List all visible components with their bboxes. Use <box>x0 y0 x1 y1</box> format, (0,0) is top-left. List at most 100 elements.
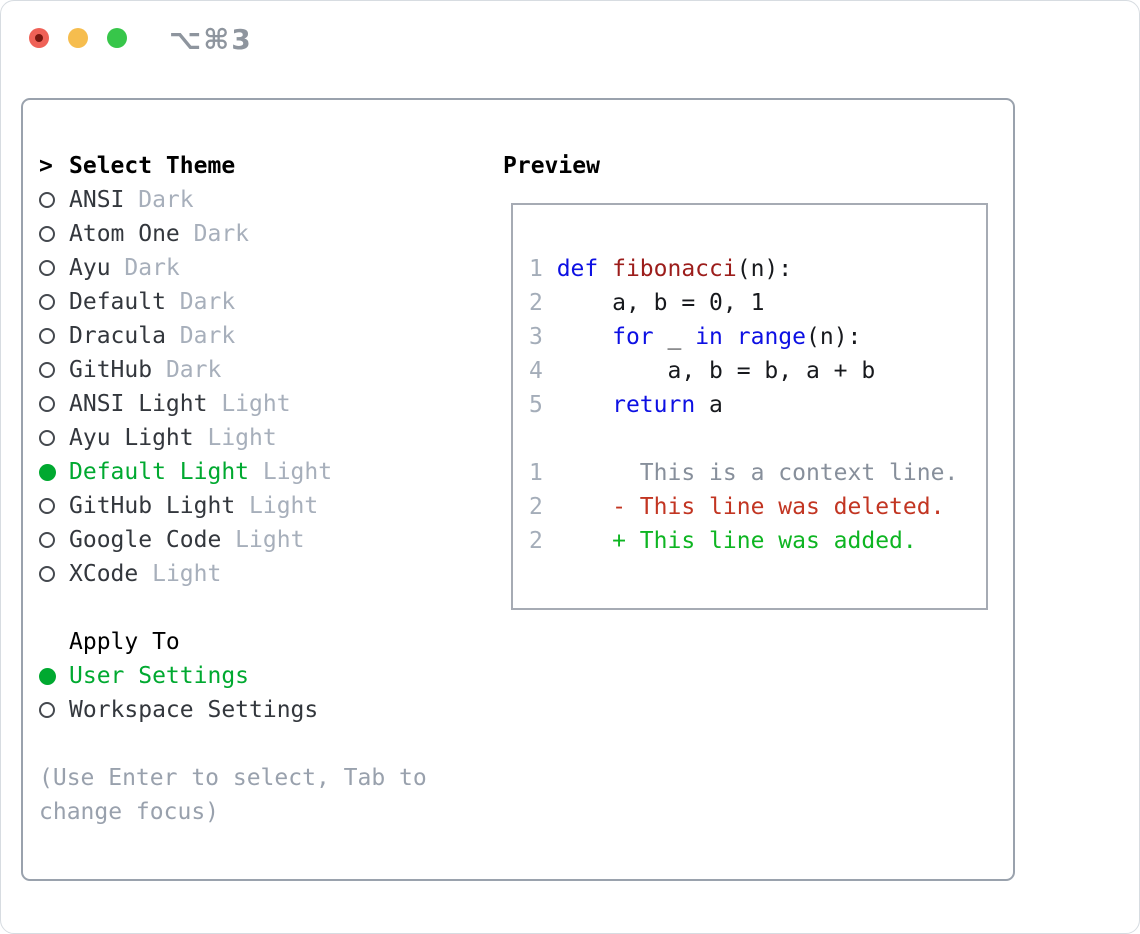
theme-option-google-code[interactable]: Google Code Light <box>39 523 427 557</box>
minimize-button[interactable] <box>68 28 88 48</box>
code-token: a <box>695 392 723 418</box>
line-number: 2 <box>529 494 557 520</box>
theme-option-label: Google Code Light <box>69 523 304 557</box>
radio-icon <box>39 430 69 446</box>
apply-option-name: User Settings <box>69 663 250 689</box>
code-token: in <box>695 324 723 350</box>
theme-option-default-light[interactable]: Default Light Light <box>39 455 427 489</box>
select-theme-header-row: > Select Theme <box>39 149 427 183</box>
theme-option-ayu[interactable]: Ayu Dark <box>39 251 427 285</box>
apply-to-header: Apply To <box>69 629 180 655</box>
apply-option-workspace-settings[interactable]: Workspace Settings <box>39 693 427 727</box>
code-token <box>557 392 612 418</box>
theme-variant-tag: Dark <box>152 357 222 383</box>
radio-selected-icon <box>39 667 56 685</box>
radio-icon <box>39 362 69 378</box>
theme-option-ansi-light[interactable]: ANSI Light Light <box>39 387 427 421</box>
code-token: (n): <box>806 324 862 350</box>
apply-option-label: Workspace Settings <box>69 693 318 727</box>
spacer <box>39 591 427 625</box>
theme-option-name: Google Code <box>69 527 222 553</box>
theme-option-github[interactable]: GitHub Dark <box>39 353 427 387</box>
theme-option-dracula[interactable]: Dracula Dark <box>39 319 427 353</box>
radio-unselected-icon <box>39 498 55 514</box>
focus-prompt-icon: > <box>39 153 53 179</box>
line-number: 3 <box>529 324 557 350</box>
theme-option-name: GitHub Light <box>69 493 236 519</box>
apply-to-header-row: Apply To <box>39 625 427 659</box>
radio-unselected-icon <box>39 294 55 310</box>
code-token: + This line was added. <box>556 528 917 554</box>
theme-option-label: Atom One Dark <box>69 217 249 251</box>
radio-icon <box>39 566 69 582</box>
radio-icon <box>39 294 69 310</box>
theme-option-atom-one[interactable]: Atom One Dark <box>39 217 427 251</box>
theme-variant-tag: Light <box>221 527 305 553</box>
theme-variant-tag: Dark <box>165 323 236 349</box>
code-token: for <box>612 324 654 350</box>
code-line: 2 - This line was deleted. <box>529 490 986 524</box>
code-line: 2 a, b = 0, 1 <box>529 286 986 320</box>
apply-option-user-settings[interactable]: User Settings <box>39 659 427 693</box>
radio-icon <box>39 396 69 412</box>
radio-unselected-icon <box>39 328 55 344</box>
theme-variant-tag: Light <box>193 425 277 451</box>
theme-option-name: Dracula <box>69 323 166 349</box>
theme-option-label: Default Light Light <box>69 455 332 489</box>
titlebar: ⌥⌘3 <box>1 1 1139 75</box>
code-token: This is a context line. <box>556 460 959 486</box>
line-number: 4 <box>529 358 557 384</box>
code-line: 2 + This line was added. <box>529 524 986 558</box>
theme-variant-tag: Light <box>138 561 222 587</box>
radio-selected-icon <box>39 463 56 481</box>
hint-text-line2: change focus) <box>39 799 220 825</box>
theme-option-name: GitHub <box>69 357 153 383</box>
theme-option-name: Default Light <box>69 459 250 485</box>
code-token: return <box>612 392 696 418</box>
theme-variant-tag: Light <box>207 391 291 417</box>
code-line <box>529 422 986 456</box>
theme-variant-tag: Dark <box>124 187 194 213</box>
theme-option-ansi[interactable]: ANSI Dark <box>39 183 427 217</box>
traffic-lights <box>29 28 127 48</box>
code-token: a, b = 0, 1 <box>556 290 765 316</box>
code-line: 3 for _ in range(n): <box>529 320 986 354</box>
radio-unselected-icon <box>39 362 55 378</box>
code-token <box>723 324 737 350</box>
theme-option-label: ANSI Light Light <box>69 387 291 421</box>
line-number: 1 <box>529 256 557 282</box>
preview-title: Preview <box>503 153 600 179</box>
code-line: 5 return a <box>529 388 986 422</box>
line-number: 2 <box>529 290 557 316</box>
theme-option-label: GitHub Dark <box>69 353 221 387</box>
code-line: 4 a, b = b, a + b <box>529 354 986 388</box>
radio-unselected-icon <box>39 260 55 276</box>
theme-option-label: Default Dark <box>69 285 235 319</box>
theme-option-github-light[interactable]: GitHub Light Light <box>39 489 427 523</box>
apply-option-label: User Settings <box>69 659 249 693</box>
theme-option-default[interactable]: Default Dark <box>39 285 427 319</box>
theme-option-ayu-light[interactable]: Ayu Light Light <box>39 421 427 455</box>
theme-option-name: Ayu <box>69 255 111 281</box>
code-line: 1 def fibonacci(n): <box>529 252 986 286</box>
theme-option-name: ANSI <box>69 187 125 213</box>
radio-unselected-icon <box>39 396 55 412</box>
theme-option-label: GitHub Light Light <box>69 489 318 523</box>
close-button[interactable] <box>29 28 49 48</box>
radio-unselected-icon <box>39 430 55 446</box>
theme-option-name: Atom One <box>69 221 180 247</box>
theme-option-xcode[interactable]: XCode Light <box>39 557 427 591</box>
zoom-button[interactable] <box>107 28 127 48</box>
radio-icon <box>39 498 69 514</box>
radio-unselected-icon <box>39 226 55 242</box>
select-theme-header: Select Theme <box>69 153 236 179</box>
radio-icon <box>39 226 69 242</box>
line-number: 2 <box>529 528 557 554</box>
theme-variant-tag: Light <box>249 459 333 485</box>
radio-icon <box>39 260 69 276</box>
